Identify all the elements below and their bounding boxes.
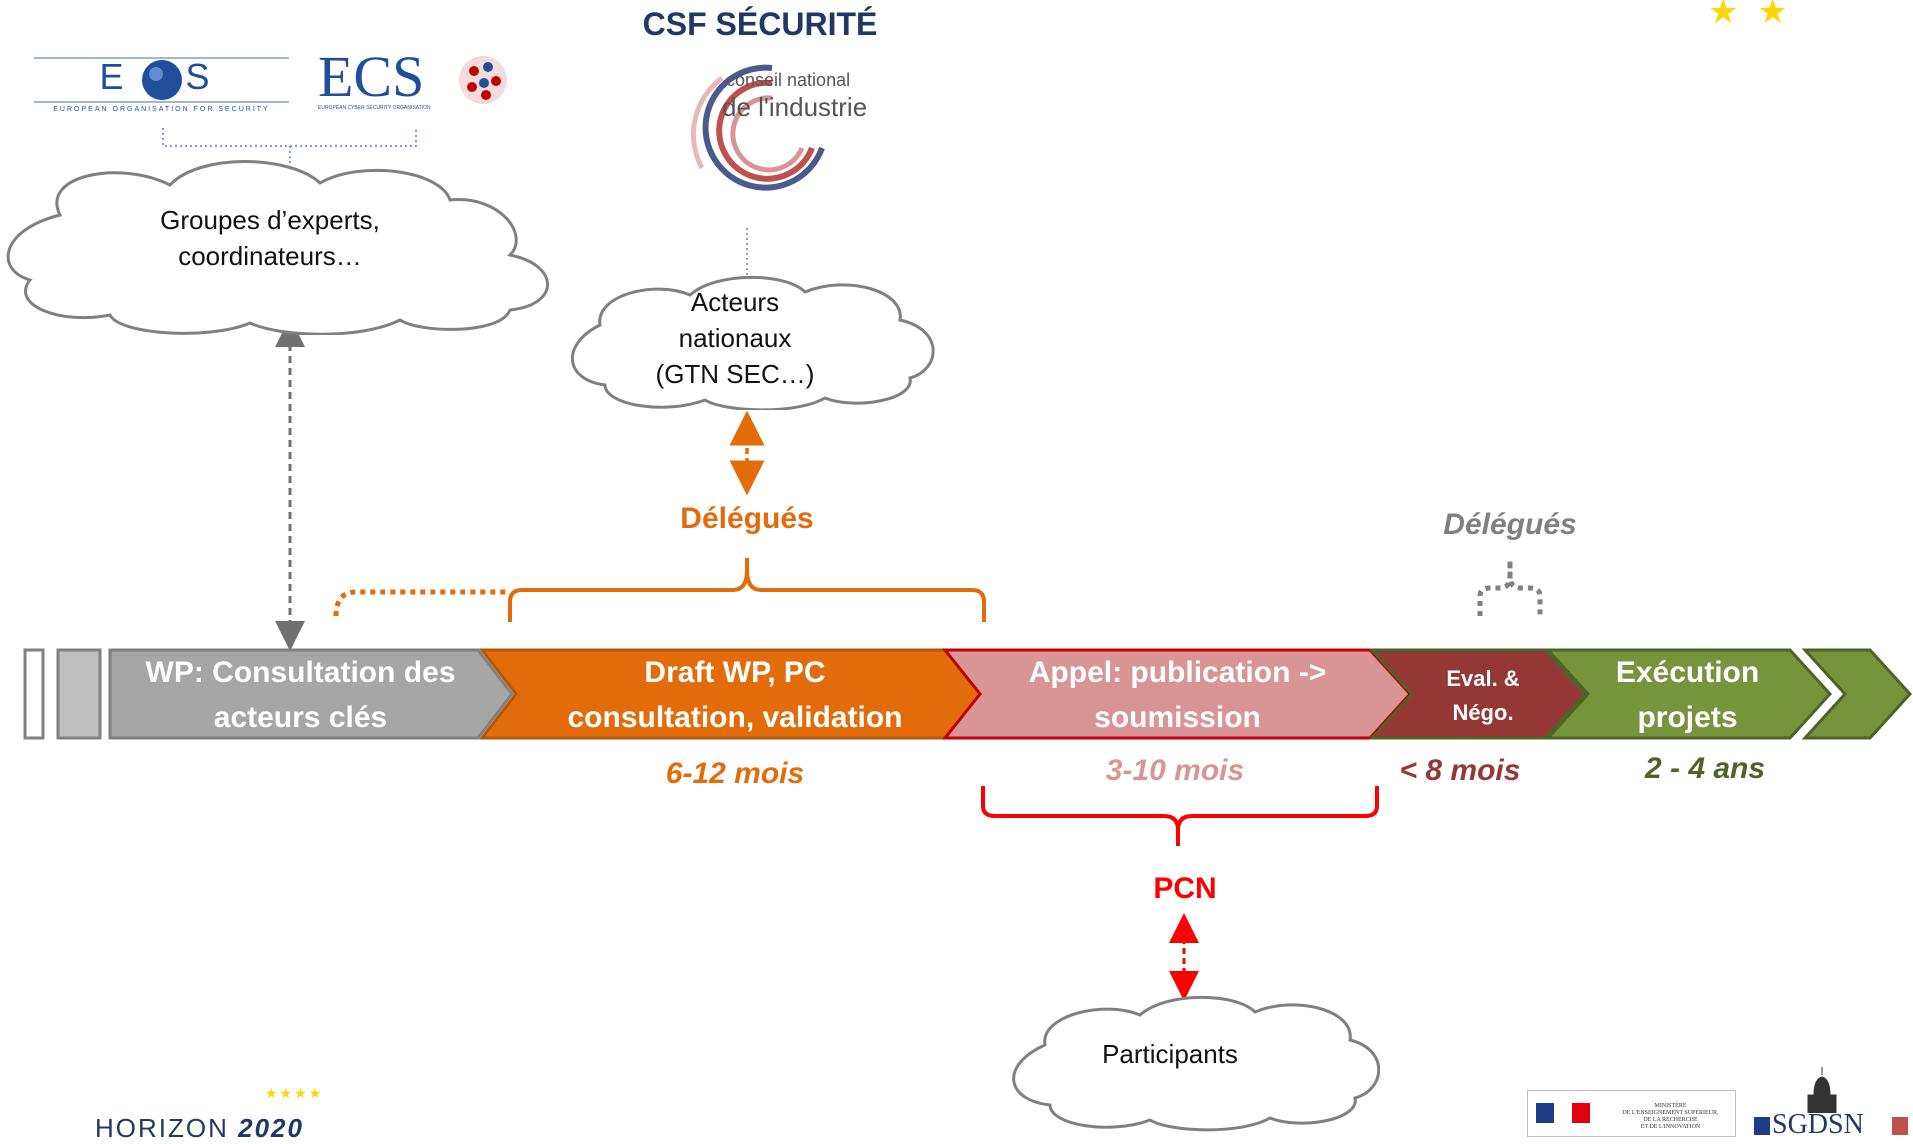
ministere-line1: MINISTÈRE (1654, 1103, 1687, 1109)
eos-logo: E S EUROPEAN ORGANISATION FOR SECURITY (34, 50, 289, 120)
horizon-text: HORIZON (95, 1113, 229, 1143)
pcn-label: PCN (1153, 872, 1217, 905)
horizon-2020-logo: ★★★★ HORIZON 2020 (95, 1085, 355, 1143)
ministere-logo: MINISTÈRE DE L'ENSEIGNEMENT SUPÉRIEUR, D… (1527, 1090, 1736, 1137)
ecso-logo: ECS EUROPEAN CYBER SECURITY ORGANISATION (318, 45, 518, 115)
eu-stars-icon: ★ ★ (1708, 0, 1788, 31)
csf-logo: CSF SÉCURITÉ conseil national de l'indus… (640, 0, 880, 226)
ecso-logo-subtitle: EUROPEAN CYBER SECURITY ORGANISATION (318, 105, 431, 111)
participants-cloud (1012, 995, 1380, 1132)
phase-wp-label: WP: Consultation des acteurs clés (118, 650, 483, 740)
acteurs-cloud-line2: nationaux (678, 323, 792, 353)
timeline-start-bar-2 (56, 648, 102, 740)
phase-wp-chevron (108, 648, 514, 740)
marianne-flag-icon (1536, 1103, 1592, 1123)
phase-draft-line2: consultation, validation (567, 701, 903, 734)
phase-draft-line1: Draft WP, PC (644, 656, 826, 689)
experts-cloud (6, 160, 549, 335)
ministere-line4: ET DE L'INNOVATION (1640, 1124, 1701, 1130)
acteurs-cloud-line1: Acteurs (690, 287, 780, 317)
phase-end-chevron (1801, 648, 1913, 740)
phase-eval-label: Eval. & Négo. (1408, 662, 1558, 730)
phase-eval-chevron (1368, 648, 1588, 740)
phase-draft-label: Draft WP, PC consultation, validation (520, 650, 950, 740)
phase-wp-line1: WP: Consultation des (145, 656, 456, 689)
timeline (23, 648, 1913, 740)
acteurs-cloud-line3: (GTN SEC…) (655, 359, 815, 389)
phase-appel-line1: Appel: publication -> (1028, 656, 1327, 689)
sgdsn-flag-right-icon (1892, 1117, 1908, 1135)
participants-cloud-text: Participants (1102, 1039, 1238, 1069)
delegues-orange-label: Délégués (680, 502, 814, 535)
phase-appel-label: Appel: publication -> soumission (985, 650, 1370, 740)
csf-logo-title: CSF SÉCURITÉ (642, 6, 878, 42)
ecso-globe-icon (459, 56, 507, 104)
duration-execution: 2 - 4 ans (1644, 752, 1766, 785)
experts-cloud-line2: coordinateurs… (178, 241, 362, 271)
sgdsn-text: SGDSN (1772, 1109, 1864, 1140)
ministere-line3: DE LA RECHERCHE (1643, 1117, 1698, 1123)
csf-logo-line1: conseil national (726, 70, 851, 90)
ecso-logo-text: ECS (318, 44, 425, 109)
duration-draft: 6-12 mois (665, 757, 805, 790)
acteurs-cloud (570, 275, 935, 410)
sgdsn-flag-left-icon (1754, 1117, 1770, 1135)
phase-appel-line2: soumission (1094, 701, 1261, 734)
experts-cloud-text: Groupes d’experts, coordinateurs… (80, 202, 460, 274)
ministere-line2: DE L'ENSEIGNEMENT SUPÉRIEUR, (1622, 1110, 1719, 1116)
sgdsn-logo: SGDSN (1752, 1065, 1912, 1140)
delegues-grey-brace (1477, 560, 1543, 616)
phase-execution-label: Exécution projets (1585, 650, 1790, 740)
csf-swirl-icon (690, 64, 825, 191)
delegues-grey-label: Délégués (1443, 508, 1577, 541)
eos-logo-text: E S (99, 56, 224, 97)
timeline-start-bar-1 (23, 648, 45, 740)
logo-connector (162, 128, 417, 180)
csf-logo-line2: de l'industrie (722, 92, 868, 122)
horizon-stars-icon: ★★★★ (265, 1085, 324, 1101)
duration-eval: < 8 mois (1399, 754, 1521, 787)
phase-execution-line2: projets (1637, 701, 1738, 734)
eos-logo-subtitle: EUROPEAN ORGANISATION FOR SECURITY (53, 106, 270, 113)
duration-appel: 3-10 mois (1105, 754, 1245, 787)
experts-cloud-line1: Groupes d’experts, (160, 205, 380, 235)
acteurs-cloud-text: Acteurs nationaux (GTN SEC…) (630, 284, 840, 392)
phase-eval-line2: Négo. (1452, 700, 1514, 725)
pcn-brace (981, 786, 1379, 846)
phase-execution-chevron (1544, 648, 1833, 740)
phase-eval-line1: Eval. & (1446, 666, 1520, 691)
delegues-orange-dotted (333, 589, 510, 617)
delegues-orange-brace (508, 558, 986, 622)
sgdsn-dome-icon (1807, 1067, 1837, 1113)
horizon-year: 2020 (238, 1113, 304, 1143)
phase-execution-line1: Exécution (1615, 656, 1760, 689)
phase-wp-line2: acteurs clés (213, 701, 388, 734)
